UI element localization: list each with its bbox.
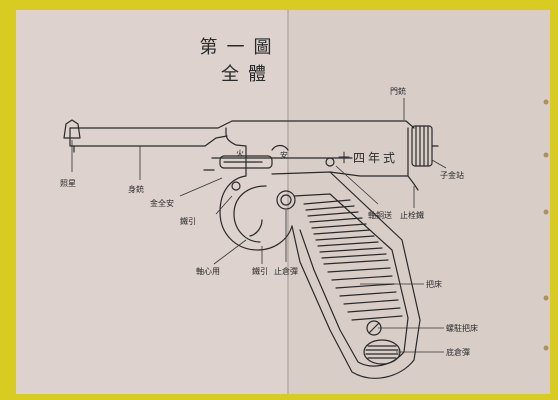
leader-lines xyxy=(71,98,447,353)
grip-outline xyxy=(271,171,421,379)
label-barrel: 身銃 xyxy=(128,184,144,194)
label-front-sight: 照星 xyxy=(60,179,76,188)
paper-left-page xyxy=(16,10,288,394)
magazine-bottom-ribs xyxy=(365,345,399,359)
paper-sheet xyxy=(16,10,550,394)
barrel-outline xyxy=(69,120,415,129)
selector-arc xyxy=(271,144,289,151)
binding-hole xyxy=(543,345,549,351)
title-line-2: 全體 xyxy=(221,64,275,85)
binding-hole xyxy=(543,209,549,215)
front-sight-shape xyxy=(63,119,81,139)
binding-hole xyxy=(543,152,549,158)
trigger-guard-outer xyxy=(219,155,293,251)
bolt-stop-pin xyxy=(325,157,335,167)
label-cocking-piece: 子金站 xyxy=(440,170,464,180)
magazine-catch-knob xyxy=(276,190,296,210)
label-bolt: 門銃 xyxy=(390,86,406,96)
label-magazine-bottom: 底倉彈 xyxy=(446,347,470,357)
locking-catch-shape xyxy=(407,175,419,191)
trigger-guard-inner xyxy=(233,185,267,243)
receiver-front xyxy=(225,127,247,157)
label-grip: 把床 xyxy=(426,279,442,289)
grip-serrations xyxy=(303,199,403,321)
barrel-muzzle xyxy=(69,127,131,147)
label-trigger-guard: 鐵引 xyxy=(252,266,268,276)
magazine-catch-inner xyxy=(280,194,292,206)
grip-screw-slot xyxy=(368,322,380,334)
label-trigger: 鐵引 xyxy=(180,216,196,226)
trigger-shape xyxy=(249,219,263,237)
label-bolt-stop: 軸銅送 xyxy=(368,210,392,220)
label-grip-screw: 螺駐把床 xyxy=(446,323,478,333)
label-safety-catch: 金全安 xyxy=(150,198,174,208)
cocking-knob-ribs xyxy=(415,125,429,167)
label-locking-catch: 止栓鐵 xyxy=(400,210,424,220)
barrel-lower-line xyxy=(129,135,228,147)
title-line-1: 第一圖 xyxy=(200,37,281,58)
fire-marking: 火 xyxy=(236,149,244,158)
safe-marking: 安 xyxy=(280,150,288,160)
trigger-pin xyxy=(231,181,241,191)
model-marking: 十四年式 xyxy=(338,151,398,165)
label-trigger-pin: 軸心用 xyxy=(196,266,220,276)
label-magazine-catch: 止倉彈 xyxy=(274,266,298,276)
binding-hole xyxy=(543,99,549,105)
binding-hole xyxy=(543,295,549,301)
